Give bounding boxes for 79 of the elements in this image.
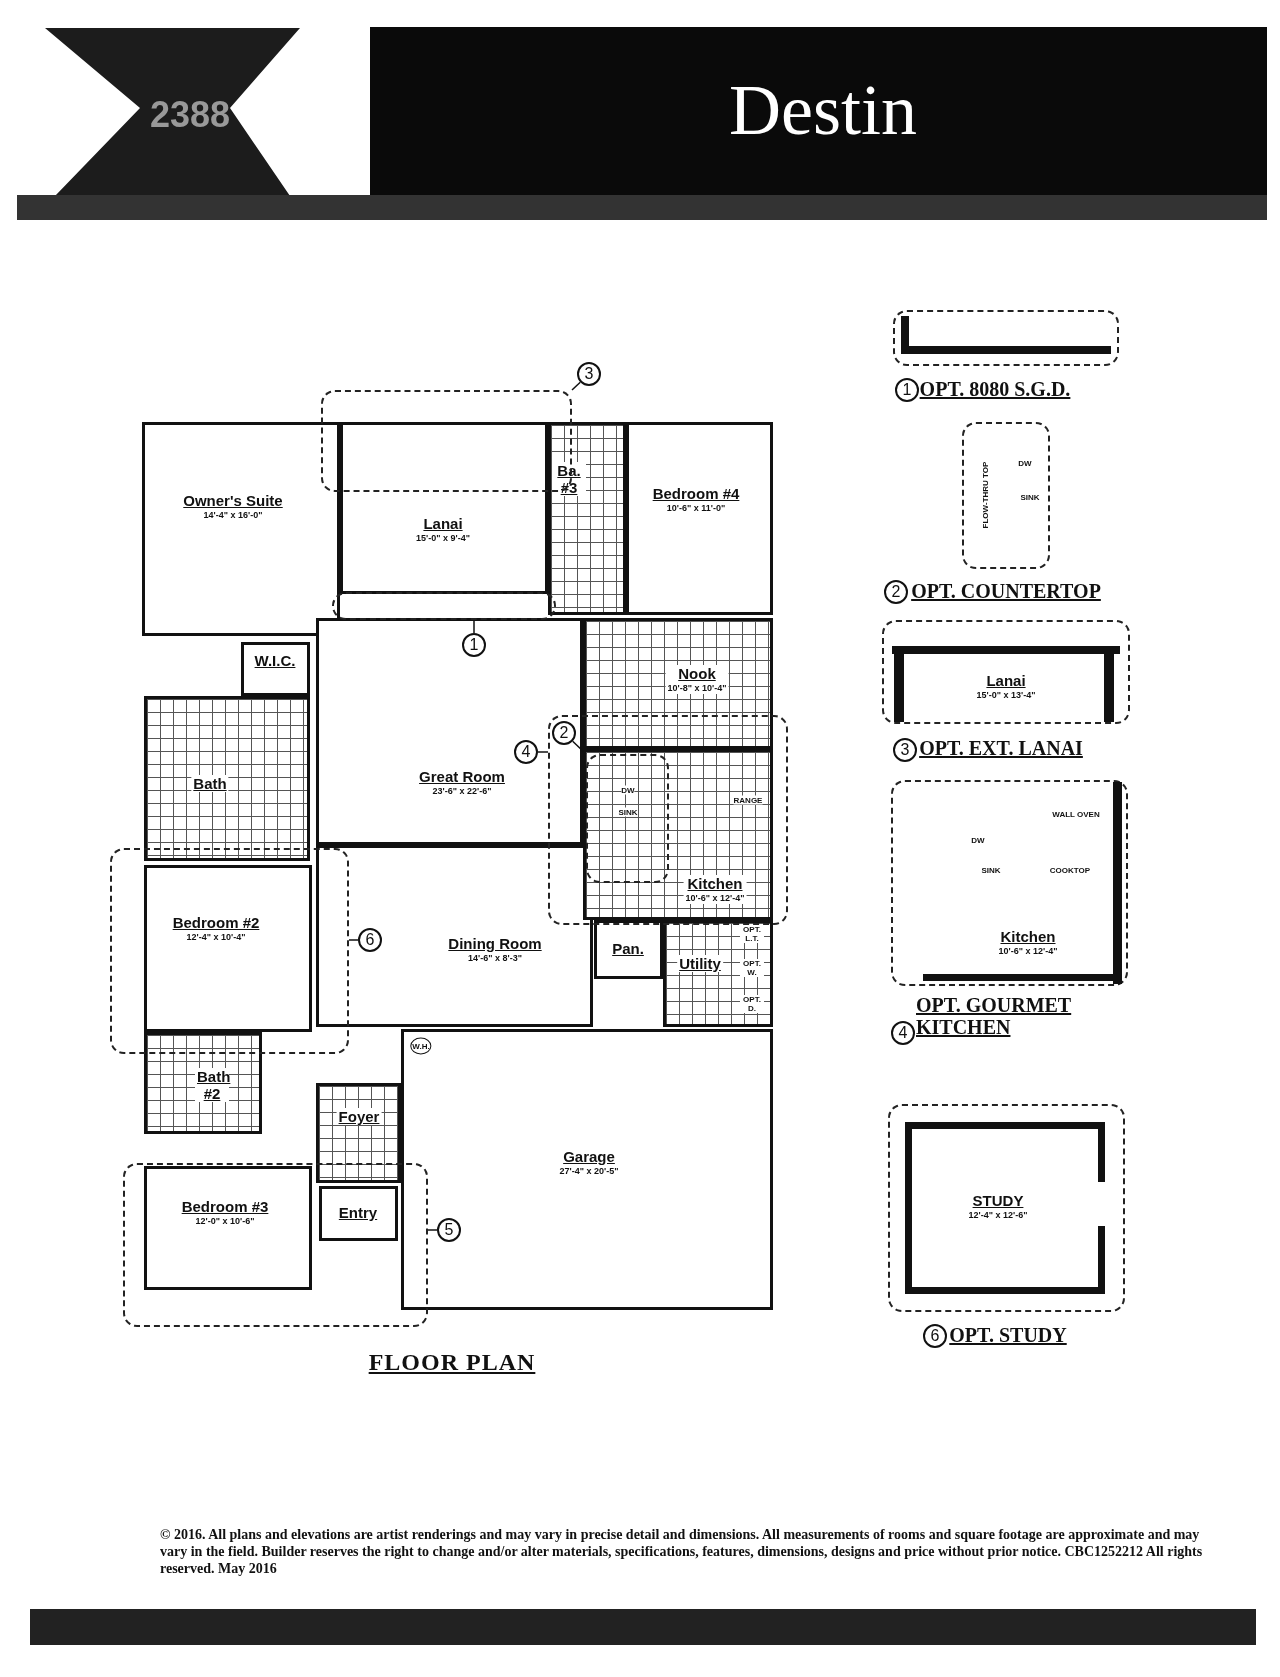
callout-number: 3 bbox=[893, 738, 917, 762]
room-name: Bedroom #4 bbox=[650, 485, 742, 502]
callout-number: 3 bbox=[577, 362, 601, 386]
dashed-outline bbox=[110, 848, 349, 1054]
dashed-outline bbox=[548, 715, 788, 925]
room-name: Nook bbox=[665, 665, 729, 682]
dashed-outline bbox=[332, 592, 556, 620]
room bbox=[316, 618, 583, 845]
appliance-label: FLOW-THRU TOP bbox=[980, 461, 990, 529]
leader-line bbox=[571, 740, 587, 755]
dashed-outline bbox=[123, 1163, 428, 1327]
room-dimensions: 12'-4" x 12'-6" bbox=[966, 1209, 1030, 1221]
room-dimensions: 27'-4" x 20'-5" bbox=[557, 1165, 621, 1177]
callout-number: 2 bbox=[884, 580, 908, 604]
room bbox=[594, 920, 663, 979]
plan-caption: FLOOR PLAN bbox=[368, 1349, 536, 1375]
appliance-label: SINK bbox=[981, 865, 1001, 875]
callout-number: 1 bbox=[462, 633, 486, 657]
room-name: Owner's Suite bbox=[181, 492, 285, 509]
room bbox=[401, 1029, 773, 1310]
room-name: Foyer bbox=[336, 1108, 382, 1125]
callout-number: 1 bbox=[895, 378, 919, 402]
room-name: Kitchen bbox=[683, 875, 747, 892]
disclaimer-text: © 2016. All plans and elevations are artist renderings and may vary in precise detail and dimensions. All measurements of rooms and square footage are approximate and may vary in the field. Builder reserves the right to change and/or alter materials, specifications, features, dimensions, designs and price without prior notice. CBC1252212 All rights reserved. May 2016 bbox=[160, 1525, 1204, 1577]
callout-number: 5 bbox=[437, 1218, 461, 1242]
room bbox=[144, 1032, 262, 1134]
callout-number: 4 bbox=[891, 1021, 915, 1045]
appliance-label: RANGE bbox=[733, 795, 763, 805]
room-name: Bedroom #2 bbox=[170, 914, 262, 931]
option-caption: OPT. EXT. LANAI bbox=[919, 737, 1083, 759]
room-name: Utility bbox=[677, 955, 723, 972]
appliance-label: DW bbox=[971, 835, 985, 845]
room bbox=[583, 618, 773, 749]
callout-number: 6 bbox=[923, 1324, 947, 1348]
room bbox=[144, 696, 310, 861]
option-caption: OPT. STUDY bbox=[949, 1324, 1067, 1346]
appliance-label: DW bbox=[621, 785, 635, 795]
room bbox=[626, 422, 773, 615]
room bbox=[319, 1186, 398, 1241]
room bbox=[144, 865, 312, 1032]
room bbox=[316, 845, 593, 1027]
room-dimensions: 15'-0" x 9'-4" bbox=[414, 532, 472, 544]
room-dimensions: 10'-8" x 10'-4" bbox=[665, 682, 729, 694]
room bbox=[241, 642, 310, 696]
room-dimensions: 10'-6" x 12'-4" bbox=[683, 892, 747, 904]
callout-number: 4 bbox=[514, 740, 538, 764]
room bbox=[144, 1166, 312, 1290]
appliance-label: COOKTOP bbox=[1049, 865, 1091, 875]
appliance-label: SINK bbox=[1020, 492, 1040, 502]
plan-title: Destin bbox=[729, 68, 917, 152]
leader-line bbox=[348, 939, 359, 941]
leader-line bbox=[571, 381, 581, 391]
room-name: Dining Room bbox=[446, 935, 544, 952]
room bbox=[316, 1083, 401, 1183]
room bbox=[663, 920, 773, 1027]
room-name: Bath #2 bbox=[195, 1068, 229, 1102]
room-name: Bedroom #3 bbox=[179, 1198, 271, 1215]
appliance-label: OPT. L.T. bbox=[740, 925, 764, 943]
appliance-label: OPT. W. bbox=[740, 959, 764, 977]
appliance-label: SINK bbox=[618, 807, 638, 817]
option-caption: OPT. COUNTERTOP bbox=[911, 580, 1101, 602]
room-name: Bath bbox=[191, 775, 229, 792]
room bbox=[142, 422, 340, 636]
room-dimensions: 10'-6" x 12'-4" bbox=[996, 945, 1060, 957]
appliance-label: DW bbox=[1018, 458, 1032, 468]
room bbox=[548, 422, 626, 615]
callout-number: 6 bbox=[358, 928, 382, 952]
room bbox=[340, 422, 548, 594]
appliance-label: OPT. D. bbox=[740, 995, 764, 1013]
option-panel bbox=[962, 422, 1050, 569]
room bbox=[583, 749, 773, 920]
appliance-label: WALL OVEN bbox=[1052, 809, 1100, 819]
size-number: 2388 bbox=[149, 95, 231, 135]
leader-line bbox=[473, 619, 475, 634]
room-dimensions: 15'-0" x 13'-4" bbox=[974, 689, 1038, 701]
leader-line bbox=[427, 1229, 438, 1231]
option-caption: OPT. GOURMET KITCHEN bbox=[916, 994, 1073, 1038]
option-caption: OPT. 8080 S.G.D. bbox=[919, 378, 1071, 400]
leader-line bbox=[537, 751, 549, 753]
